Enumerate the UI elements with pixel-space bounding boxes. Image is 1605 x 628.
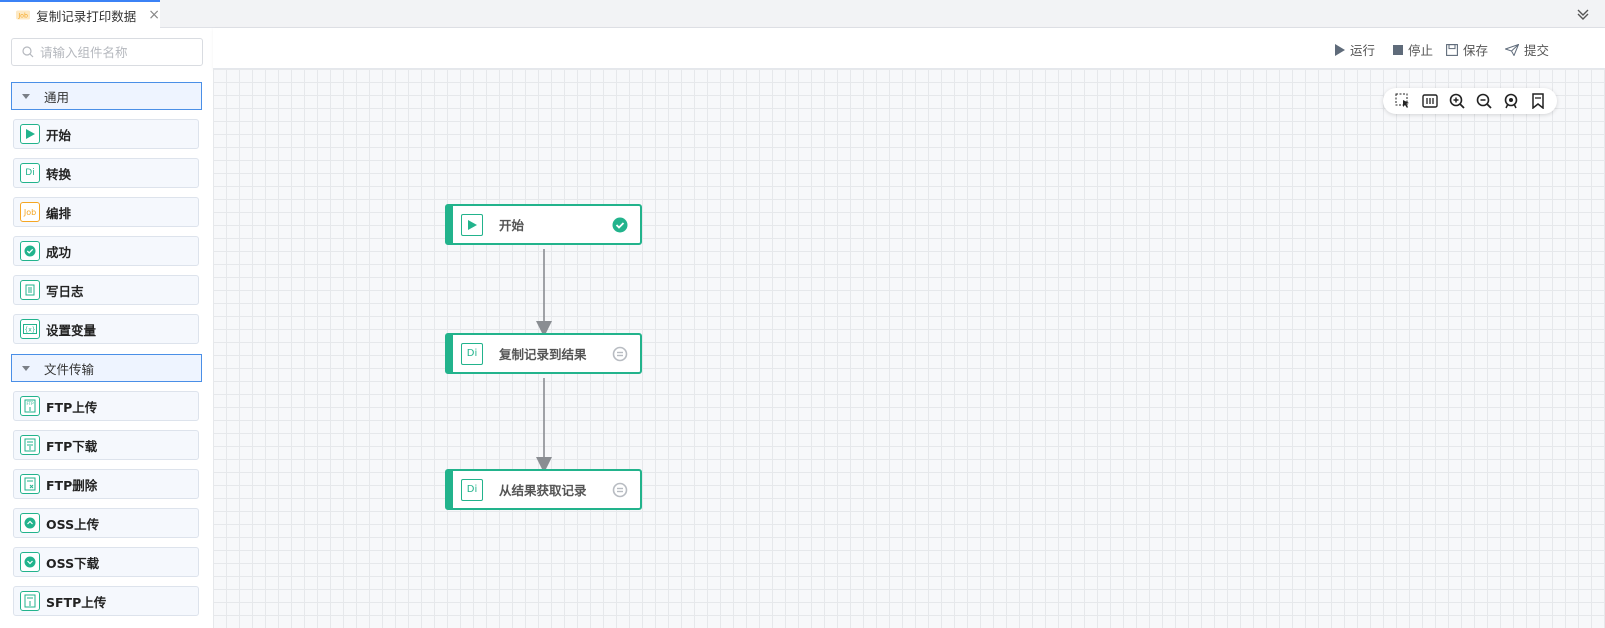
ftp-download-icon [20, 435, 40, 455]
node-label: 从结果获取记录 [499, 483, 587, 498]
save-icon [1446, 43, 1458, 56]
fit-view-icon[interactable] [1421, 92, 1439, 110]
save-label: 保存 [1463, 43, 1489, 58]
search-input[interactable] [40, 44, 190, 60]
log-icon [20, 280, 40, 300]
component-label: OSS上传 [46, 516, 100, 532]
component-start[interactable]: 开始 [13, 119, 199, 149]
component-label: 转换 [46, 166, 72, 182]
component-ftp-download[interactable]: FTP下载 [13, 430, 199, 460]
component-label: FTP下载 [46, 438, 98, 454]
node-get-records-from-result[interactable]: Di 从结果获取记录 [445, 469, 642, 510]
tab-bar: Job 复制记录打印数据 × [0, 0, 1605, 28]
canvas-tools [1383, 88, 1557, 114]
bookmark-icon[interactable] [1529, 92, 1547, 110]
component-ftp-delete[interactable]: FTP删除 [13, 469, 199, 499]
pending-status-icon [612, 346, 628, 361]
play-icon [20, 124, 40, 144]
run-button[interactable]: 运行 [1335, 40, 1375, 59]
stop-button[interactable]: 停止 [1393, 40, 1433, 59]
component-oss-download[interactable]: OSS下载 [13, 547, 199, 577]
save-button[interactable]: 保存 [1446, 40, 1488, 59]
job-tab-icon: Job [16, 10, 31, 20]
ftp-delete-icon [20, 474, 40, 494]
zoom-out-icon[interactable] [1475, 92, 1493, 110]
job-icon: Job [20, 202, 40, 222]
di-icon: Di [461, 478, 483, 501]
play-icon [461, 213, 483, 236]
component-orchestrate[interactable]: Job 编排 [13, 197, 199, 227]
component-label: FTP上传 [46, 399, 98, 415]
editor-toolbar: 运行 停止 保存 提交 [213, 28, 1605, 69]
stop-icon [1393, 44, 1403, 55]
di-icon: Di [20, 163, 40, 183]
group-label: 通用 [44, 89, 70, 105]
check-circle-icon [20, 241, 40, 261]
submit-button[interactable]: 提交 [1505, 40, 1549, 59]
tab-copy-records[interactable]: Job 复制记录打印数据 × [0, 0, 160, 28]
group-label: 文件传输 [44, 361, 95, 377]
component-label: 设置变量 [46, 322, 97, 338]
di-icon: Di [461, 342, 483, 365]
ftp-upload-icon: FTP [20, 396, 40, 416]
component-label: SFTP上传 [46, 594, 107, 610]
double-chevron-down-icon[interactable] [1575, 6, 1591, 22]
send-icon [1505, 43, 1519, 56]
stop-label: 停止 [1408, 43, 1434, 58]
component-write-log[interactable]: 写日志 [13, 275, 199, 305]
cloud-upload-icon [20, 513, 40, 533]
component-label: OSS下载 [46, 555, 100, 571]
component-sidebar: 通用 开始 Di 转换 Job 编排 成功 写日志 {x} 设置变量 文件传输 [0, 28, 213, 628]
node-copy-records-to-result[interactable]: Di 复制记录到结果 [445, 333, 642, 374]
component-label: 成功 [46, 244, 72, 260]
node-start[interactable]: 开始 [445, 204, 642, 245]
box-select-icon[interactable] [1394, 92, 1412, 110]
run-label: 运行 [1350, 43, 1376, 58]
group-header-file-transfer[interactable]: 文件传输 [11, 354, 202, 382]
component-label: 开始 [46, 127, 72, 143]
flow-canvas[interactable] [213, 69, 1605, 628]
component-label: 编排 [46, 205, 72, 221]
play-icon [1335, 43, 1345, 56]
component-ftp-upload[interactable]: FTP FTP上传 [13, 391, 199, 421]
reset-view-icon[interactable] [1502, 92, 1520, 110]
node-label: 开始 [499, 218, 525, 233]
component-oss-upload[interactable]: OSS上传 [13, 508, 199, 538]
node-label: 复制记录到结果 [499, 347, 587, 362]
tab-title: 复制记录打印数据 [36, 8, 137, 24]
caret-down-icon [22, 365, 30, 371]
svg-text:Job: Job [17, 13, 28, 20]
group-header-general[interactable]: 通用 [11, 82, 202, 110]
success-check-icon [612, 217, 628, 232]
cloud-download-icon [20, 552, 40, 572]
component-set-variable[interactable]: {x} 设置变量 [13, 314, 199, 344]
component-search [11, 38, 203, 66]
pending-status-icon [612, 482, 628, 497]
variable-icon: {x} [20, 319, 40, 339]
tab-close-icon[interactable]: × [148, 7, 160, 23]
caret-down-icon [22, 93, 30, 99]
sftp-upload-icon [20, 591, 40, 611]
svg-text:{x}: {x} [24, 327, 35, 334]
submit-label: 提交 [1524, 43, 1550, 58]
component-success[interactable]: 成功 [13, 236, 199, 266]
component-sftp-upload[interactable]: SFTP上传 [13, 586, 199, 616]
svg-text:FTP: FTP [26, 401, 34, 406]
component-label: 写日志 [46, 283, 84, 299]
zoom-in-icon[interactable] [1448, 92, 1466, 110]
component-label: FTP删除 [46, 477, 98, 493]
component-transform[interactable]: Di 转换 [13, 158, 199, 188]
search-icon [22, 46, 34, 58]
